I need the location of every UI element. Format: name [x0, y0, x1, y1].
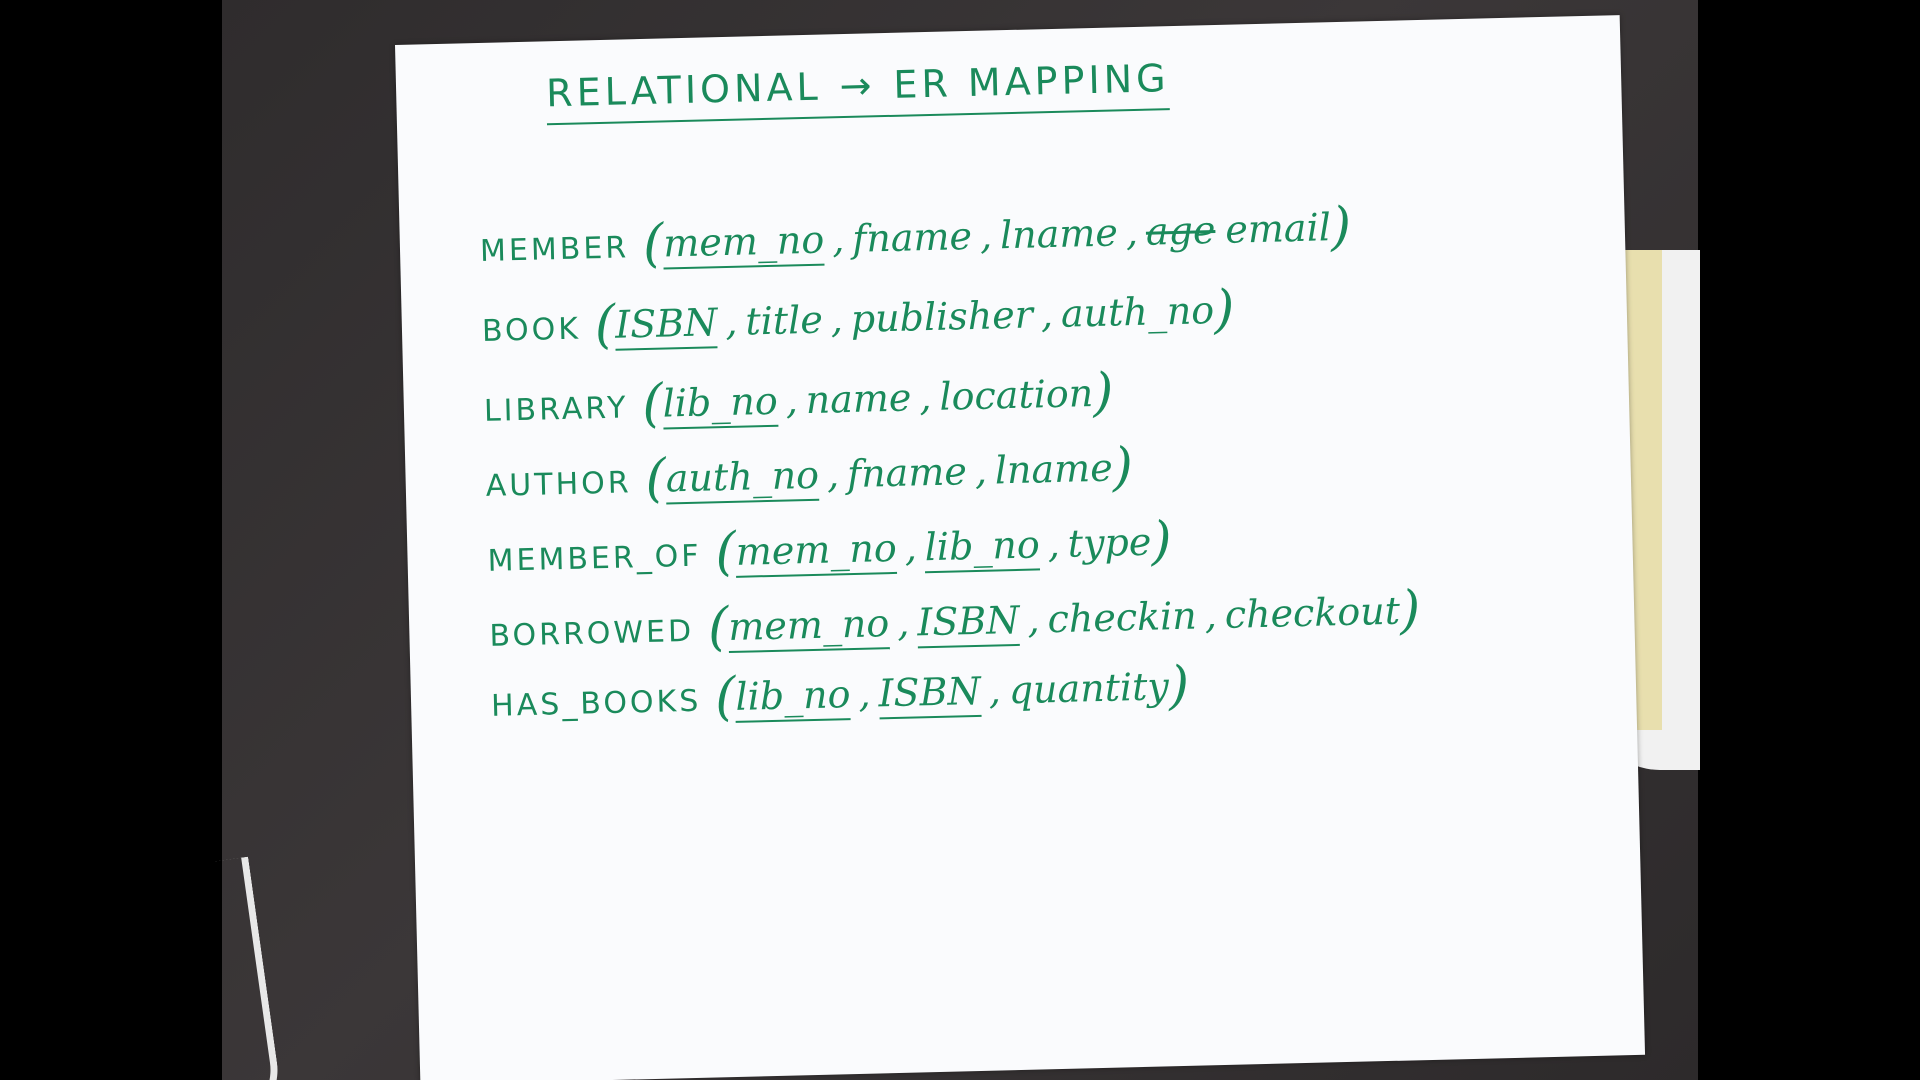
relation-row: AUTHOR(auth_no,fname,lname) [485, 437, 1134, 513]
comma-separator: , [979, 213, 993, 258]
attribute: fname [846, 449, 968, 497]
attribute: auth_no [1060, 288, 1215, 336]
relation-row: BORROWED(mem_no,ISBN,checkin,checkout) [489, 580, 1421, 663]
close-paren: ) [1399, 580, 1421, 641]
title-right: ER MAPPING [892, 56, 1171, 107]
key-attribute: lib_no [924, 522, 1041, 574]
attribute: fname [851, 213, 973, 261]
attribute: location [938, 371, 1094, 419]
key-attribute: mem_no [662, 217, 825, 270]
key-attribute: ISBN [877, 668, 982, 720]
struck-attribute: age [1145, 208, 1216, 254]
relation-row: BOOK(ISBN,title,publisher,auth_no) [481, 280, 1236, 358]
attribute: name [805, 375, 912, 423]
comma-separator: , [831, 217, 845, 262]
relation-name: BORROWED [489, 613, 695, 654]
attribute-list: (lib_no,name,location) [642, 363, 1114, 434]
comma-separator: , [918, 375, 932, 420]
close-paren: ) [1111, 437, 1134, 498]
open-paren: ( [707, 597, 730, 658]
attribute-list: (mem_no,lib_no,type) [715, 511, 1173, 582]
comma-separator: , [988, 668, 1002, 713]
key-attribute: lib_no [662, 378, 779, 430]
attribute: checkout [1224, 588, 1401, 637]
key-attribute: mem_no [727, 601, 890, 654]
comma-separator: , [1125, 209, 1139, 255]
comma-separator: , [724, 299, 738, 345]
comma-separator: , [1204, 593, 1218, 638]
close-paren: ) [1150, 511, 1173, 572]
relation-name: HAS_BOOKS [490, 683, 702, 724]
relation-name: MEMBER [479, 230, 630, 269]
close-paren: ) [1330, 196, 1352, 258]
comma-separator: , [830, 297, 844, 342]
open-paren: ( [714, 521, 737, 583]
attribute-list: (lib_no,ISBN,quantity) [714, 656, 1189, 728]
open-paren: ( [642, 213, 665, 274]
relation-name: LIBRARY [483, 390, 629, 429]
comma-separator: , [826, 452, 840, 497]
attribute: email [1224, 205, 1332, 252]
open-paren: ( [714, 666, 737, 728]
comma-separator: , [857, 671, 872, 716]
comma-separator: , [896, 600, 910, 645]
key-attribute: lib_no [734, 672, 852, 723]
attribute: publisher [850, 292, 1034, 341]
relation-row: HAS_BOOKS(lib_no,ISBN,quantity) [490, 656, 1190, 733]
close-paren: ) [1213, 279, 1236, 341]
title-left: RELATIONAL [545, 64, 823, 116]
relation-row: LIBRARY(lib_no,name,location) [483, 363, 1115, 438]
attribute: lname [999, 210, 1119, 258]
attribute-list: (auth_no,fname,lname) [645, 437, 1134, 509]
comma-separator: , [1040, 292, 1054, 337]
attribute: title [744, 297, 824, 344]
comma-separator: , [785, 378, 799, 423]
relation-name: MEMBER_OF [487, 538, 702, 579]
open-paren: ( [641, 373, 664, 435]
key-attribute: ISBN [614, 300, 718, 351]
key-attribute: ISBN [916, 597, 1021, 649]
comma-separator: , [1047, 521, 1061, 567]
relation-name: AUTHOR [485, 465, 633, 504]
key-attribute: mem_no [735, 525, 898, 578]
arrow-icon: → [839, 63, 876, 109]
attribute: type [1067, 519, 1152, 566]
close-paren: ) [1092, 362, 1115, 424]
attribute-list: (mem_no,ISBN,checkin,checkout) [707, 580, 1421, 657]
attribute: checkin [1046, 593, 1198, 642]
attribute: lname [994, 445, 1114, 493]
open-paren: ( [594, 294, 616, 356]
close-paren: ) [1168, 655, 1190, 717]
key-attribute: auth_no [665, 452, 820, 505]
attribute-list: (ISBN,title,publisher,auth_no) [594, 280, 1235, 356]
comma-separator: , [904, 525, 918, 570]
comma-separator: , [1026, 597, 1041, 642]
page-title: RELATIONAL → ER MAPPING [545, 56, 1171, 126]
paper-sheet: RELATIONAL→ER MAPPING MEMBER(mem_no,fnam… [395, 15, 1646, 1080]
relation-name: BOOK [481, 311, 582, 349]
attribute: quantity [1008, 664, 1170, 713]
comma-separator: , [974, 448, 988, 493]
open-paren: ( [644, 448, 667, 510]
relation-row: MEMBER_OF(mem_no,lib_no,type) [487, 511, 1172, 588]
